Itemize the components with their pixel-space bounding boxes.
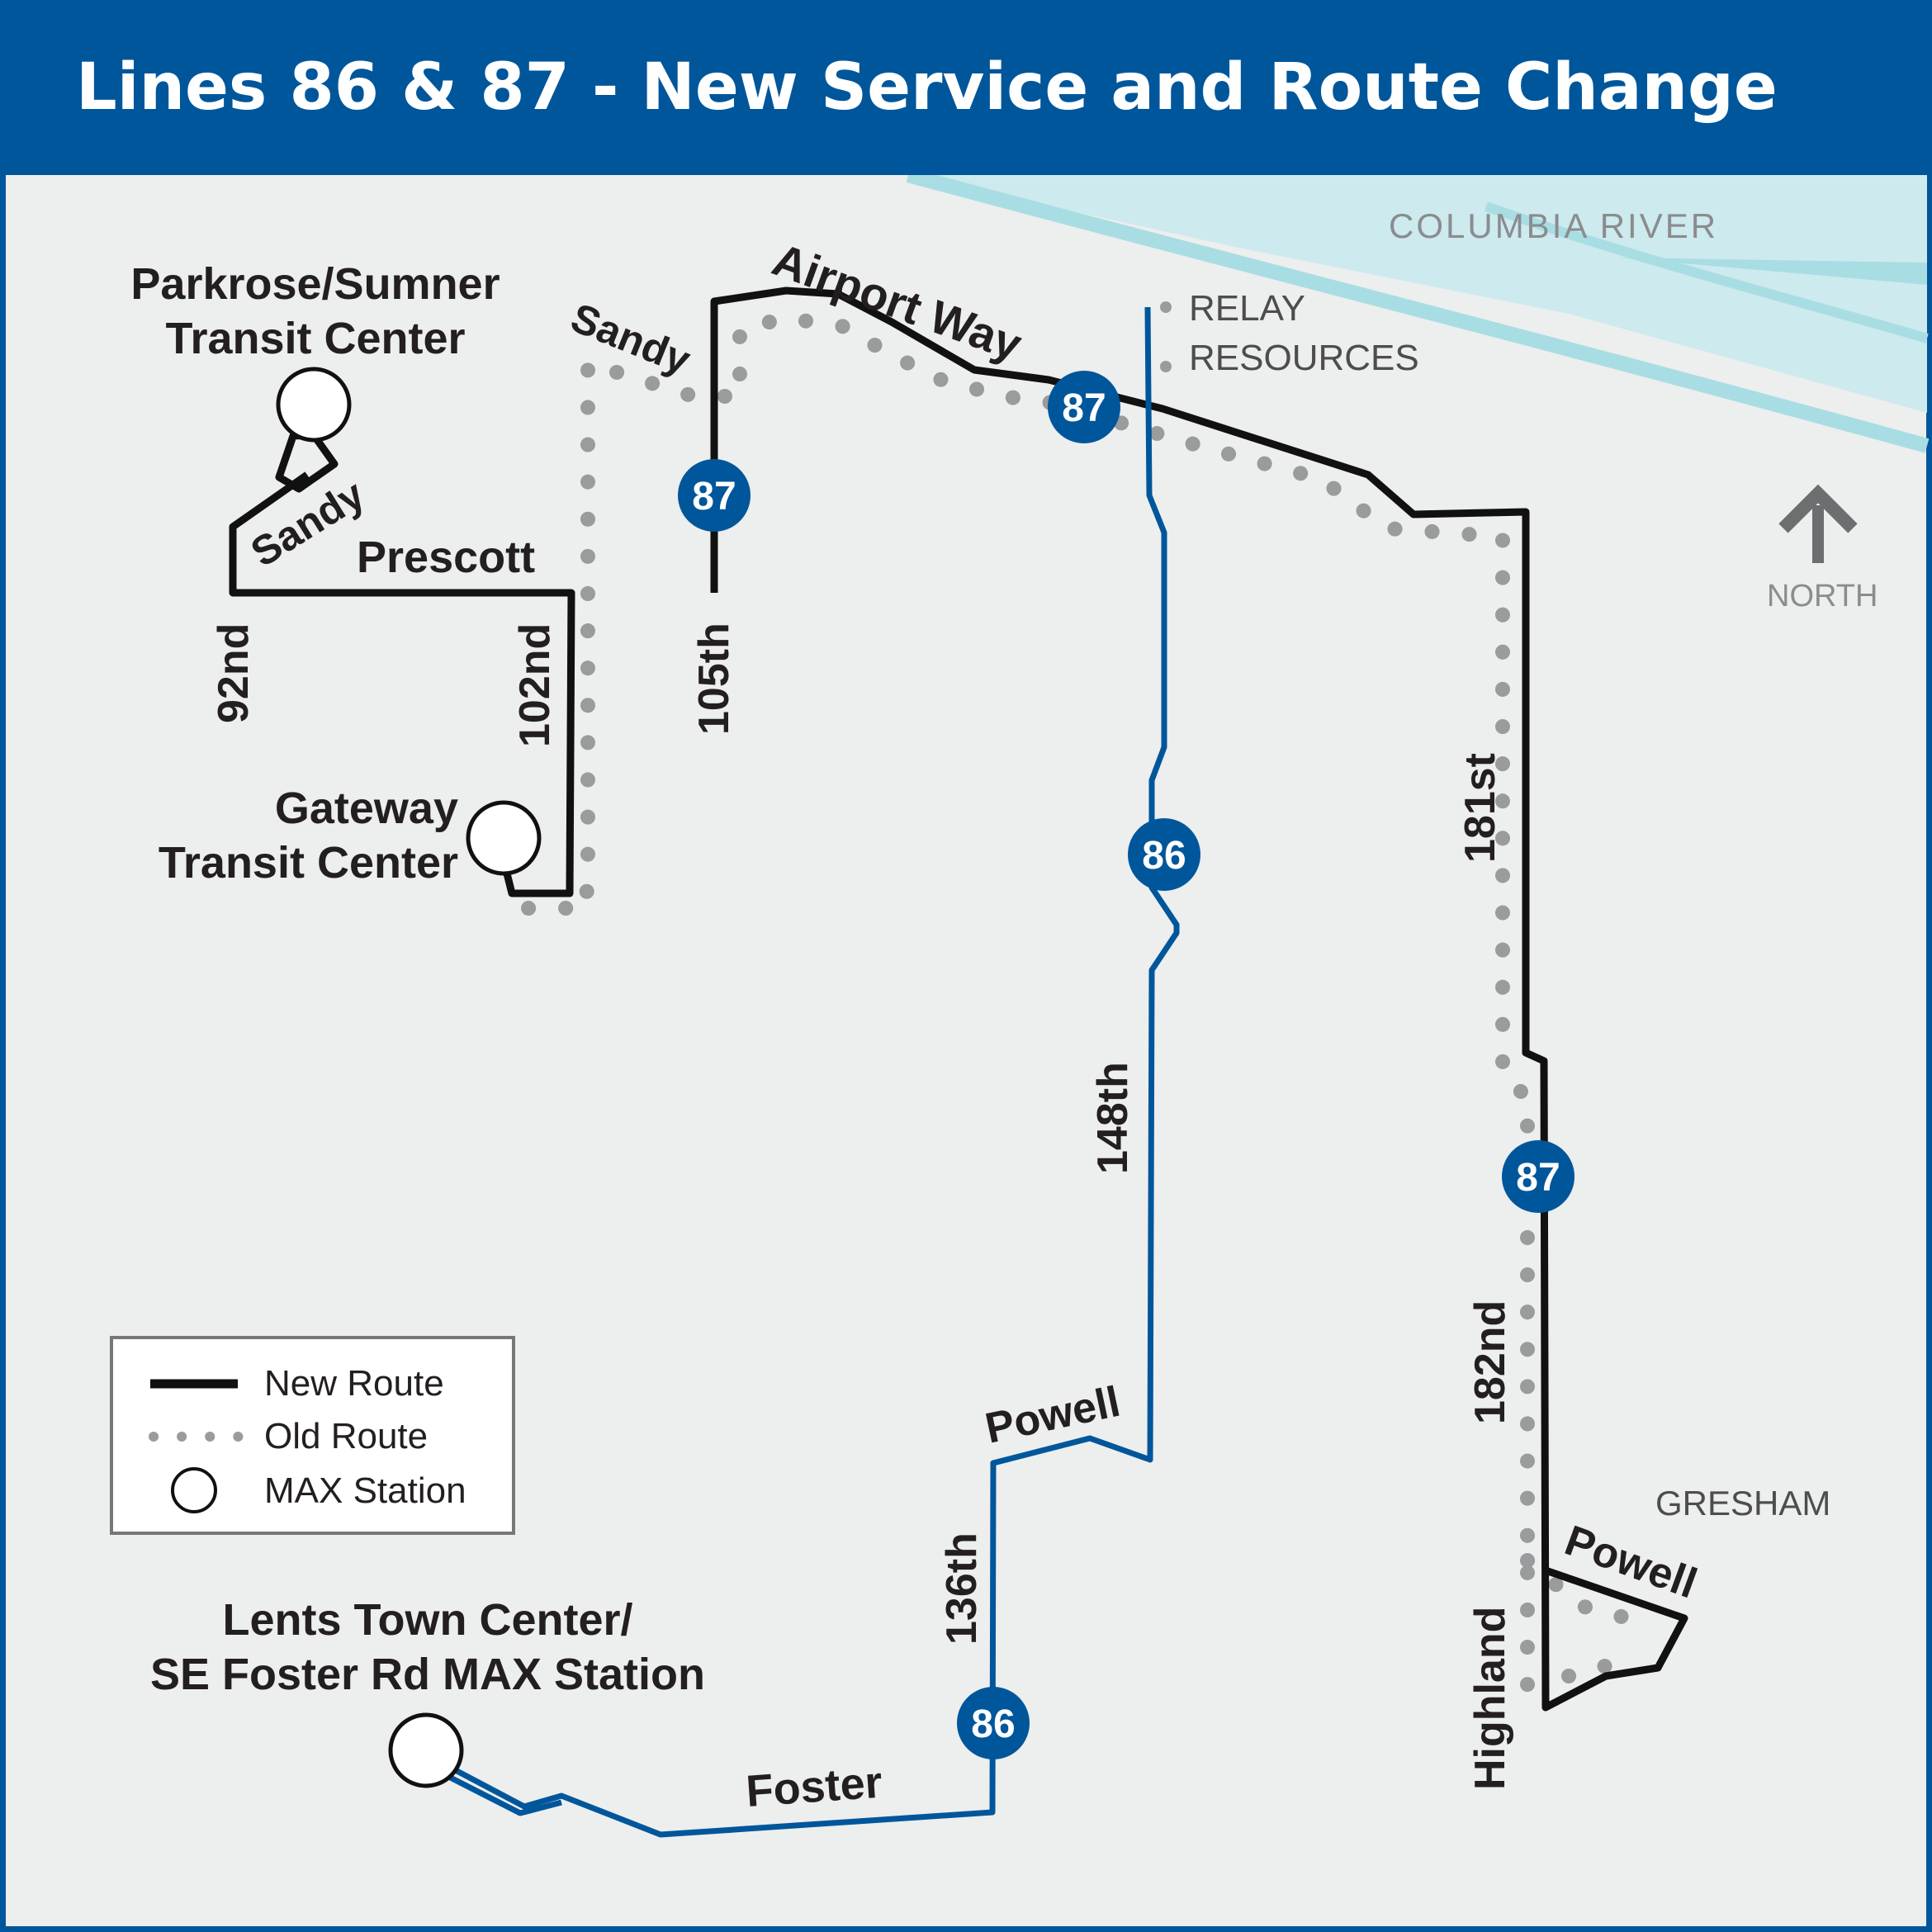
parkrose-max-station-icon[interactable] — [276, 367, 352, 443]
north-arrow-icon — [1778, 484, 1858, 563]
street-foster-label: Foster — [745, 1758, 884, 1816]
street-181st-label: 181st — [1456, 753, 1504, 863]
lents-max-station-icon[interactable] — [388, 1712, 464, 1788]
legend-max-station-icon — [171, 1467, 217, 1513]
legend-max-station-label: MAX Station — [264, 1470, 466, 1511]
gateway-max-station-icon[interactable] — [466, 800, 542, 876]
street-prescott-label: Prescott — [357, 533, 535, 582]
north-label: NORTH — [1767, 579, 1878, 613]
relay-resources-label: RELAY — [1189, 288, 1305, 329]
street-92nd-label: 92nd — [210, 623, 258, 723]
legend-new-route-label: New Route — [264, 1363, 444, 1404]
relay-resources-stop — [1160, 301, 1172, 372]
street-102nd-label: 102nd — [511, 623, 559, 747]
parkrose-station-name: Transit Center — [165, 314, 465, 363]
line-87-badge[interactable]: 87 — [678, 459, 751, 532]
gateway-station-name: Transit Center — [159, 838, 458, 888]
legend-old-route-label: Old Route — [264, 1416, 428, 1456]
parkrose-station-name: Parkrose/Sumner — [130, 259, 500, 309]
street-highland-label: Highland — [1466, 1607, 1514, 1790]
street-182nd-label: 182nd — [1466, 1300, 1514, 1424]
relay-resources-label: RESOURCES — [1189, 338, 1419, 378]
street-148th-label: 148th — [1089, 1062, 1137, 1174]
route-86 — [428, 306, 1180, 1838]
line-86-badge[interactable]: 86 — [1128, 818, 1200, 891]
line-87-badge[interactable]: 87 — [1048, 371, 1120, 443]
line-86-badge-label: 86 — [1142, 834, 1186, 878]
gateway-station-name: Gateway — [275, 784, 458, 833]
street-136th-label: 136th — [938, 1532, 986, 1645]
line-87-badge-label: 87 — [1062, 386, 1106, 430]
page-title: Lines 86 & 87 - New Service and Route Ch… — [76, 50, 1778, 125]
street-105th-label: 105th — [690, 623, 738, 735]
old-route-87 — [521, 310, 1650, 1708]
line-86-badge[interactable]: 86 — [957, 1687, 1030, 1759]
legend: New Route Old Route MAX Station — [110, 1336, 515, 1535]
line-87-badge[interactable]: 87 — [1502, 1140, 1574, 1213]
gresham-label: GRESHAM — [1655, 1484, 1830, 1522]
line-87-badge-label: 87 — [692, 475, 736, 519]
lents-station-name: Lents Town Center/ — [222, 1595, 632, 1645]
line-87-badge-label: 87 — [1516, 1156, 1560, 1200]
header-banner: Lines 86 & 87 - New Service and Route Ch… — [0, 0, 1932, 175]
lents-station-name: SE Foster Rd MAX Station — [150, 1650, 705, 1699]
river-label: COLUMBIA RIVER — [1389, 206, 1718, 245]
line-86-badge-label: 86 — [971, 1702, 1015, 1746]
columbia-river — [906, 168, 1930, 453]
